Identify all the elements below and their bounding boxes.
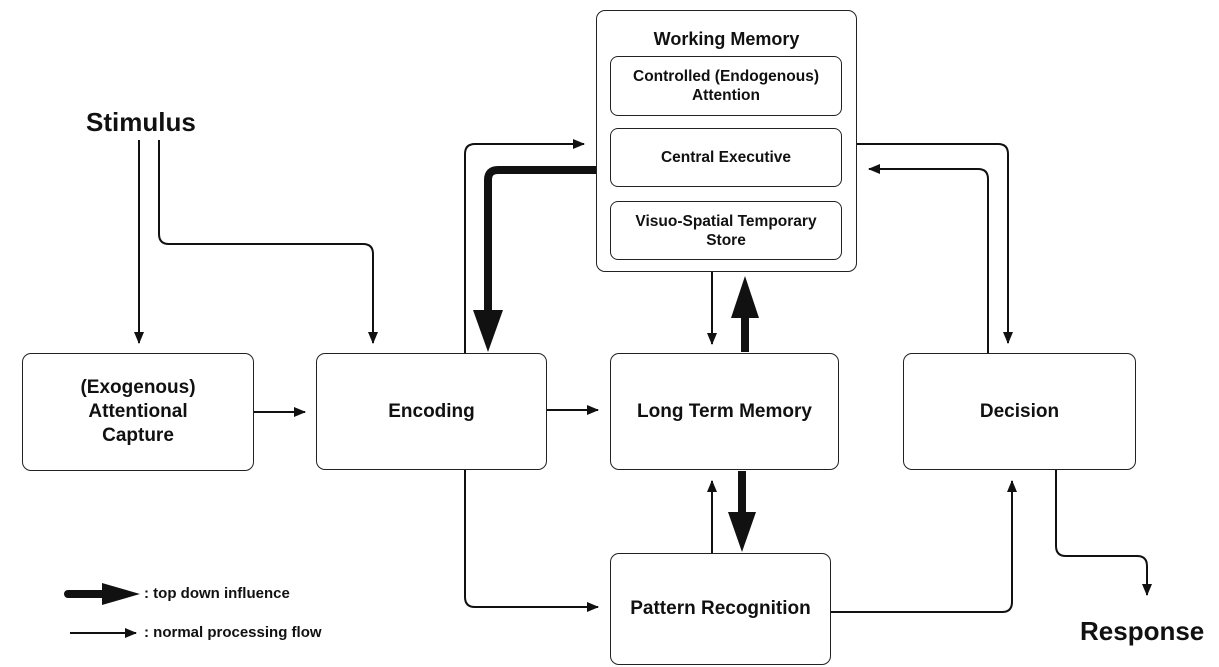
arrow-stimulus-to-encoding [158, 140, 378, 344]
encoding-box: Encoding [316, 353, 547, 470]
arrow-encoding-to-pattern [464, 470, 599, 612]
legend-normal-flow-label: : normal processing flow [144, 624, 322, 641]
legend-top-down-label: : top down influence [144, 585, 290, 602]
working-memory-box: Working Memory Controlled (Endogenous) A… [596, 10, 857, 272]
arrow-decision-to-wm [868, 164, 989, 353]
stimulus-label: Stimulus [86, 107, 196, 137]
thick-arrow-wm-to-encoding [484, 166, 596, 312]
arrow-wm-to-decision [857, 143, 1013, 344]
working-memory-title: Working Memory [653, 29, 800, 49]
attentional-capture-box: (Exogenous) Attentional Capture [22, 353, 254, 471]
response-label: Response [1080, 616, 1205, 646]
pattern-recognition-box: Pattern Recognition [610, 553, 831, 665]
central-executive-box: Central Executive [610, 128, 842, 187]
arrow-pattern-to-decision [831, 480, 1017, 613]
arrow-encoding-to-wm [464, 139, 585, 353]
visuo-spatial-store-box: Visuo-Spatial Temporary Store [610, 201, 842, 260]
long-term-memory-box: Long Term Memory [610, 353, 839, 470]
controlled-attention-box: Controlled (Endogenous) Attention [610, 56, 842, 116]
arrow-decision-to-response [1055, 470, 1152, 596]
decision-box: Decision [903, 353, 1136, 470]
